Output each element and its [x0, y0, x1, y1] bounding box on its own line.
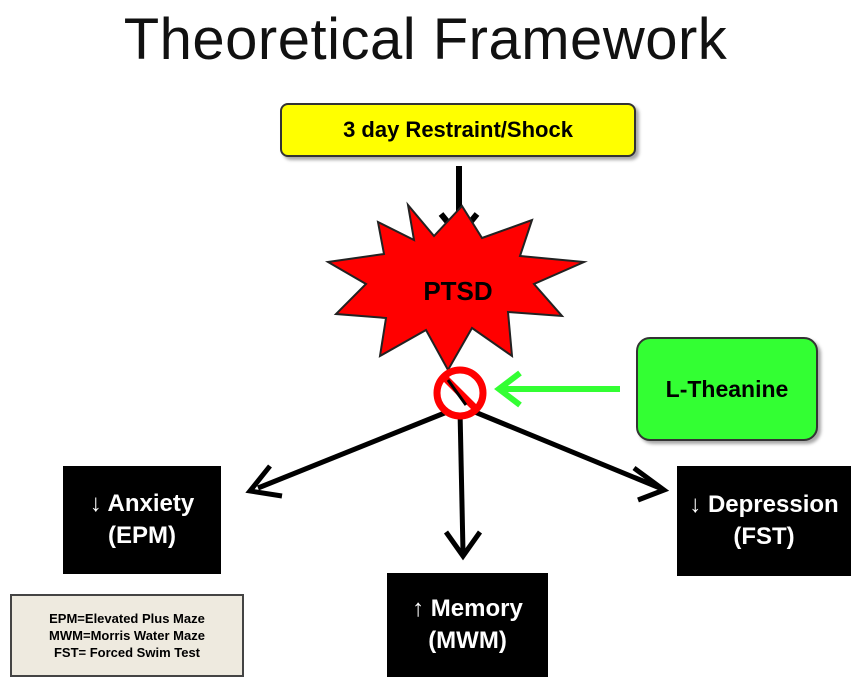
legend-epm: EPM=Elevated Plus Maze: [49, 611, 205, 626]
outcome-anxiety-test: (EPM): [108, 522, 176, 549]
arrow-to-anxiety: [245, 407, 453, 499]
prohibition-icon: [433, 366, 487, 420]
ptsd-burst-icon: [324, 201, 588, 373]
outcome-depression-label: ↓ Depression: [689, 491, 839, 518]
outcome-memory-box: ↑ Memory (MWM): [387, 573, 548, 677]
arrow-to-depression: [469, 407, 670, 503]
ptsd-label: PTSD: [423, 276, 493, 306]
treatment-box: L-Theanine: [636, 337, 818, 441]
stressor-box: 3 day Restraint/Shock: [280, 103, 636, 157]
outcome-depression-box: ↓ Depression (FST): [677, 466, 851, 576]
arrow-to-memory: [443, 409, 483, 561]
outcome-anxiety-box: ↓ Anxiety (EPM): [63, 466, 221, 574]
abbreviation-legend: EPM=Elevated Plus Maze MWM=Morris Water …: [10, 594, 244, 677]
legend-mwm: MWM=Morris Water Maze: [49, 628, 205, 643]
outcome-depression-test: (FST): [733, 523, 795, 550]
treatment-arrow: [494, 370, 620, 408]
page-title: Theoretical Framework: [123, 7, 728, 72]
outcome-anxiety-label: ↓ Anxiety: [89, 490, 195, 517]
legend-fst: FST= Forced Swim Test: [53, 645, 201, 660]
outcome-memory-label: ↑ Memory: [412, 595, 523, 622]
outcome-memory-test: (MWM): [428, 627, 507, 654]
